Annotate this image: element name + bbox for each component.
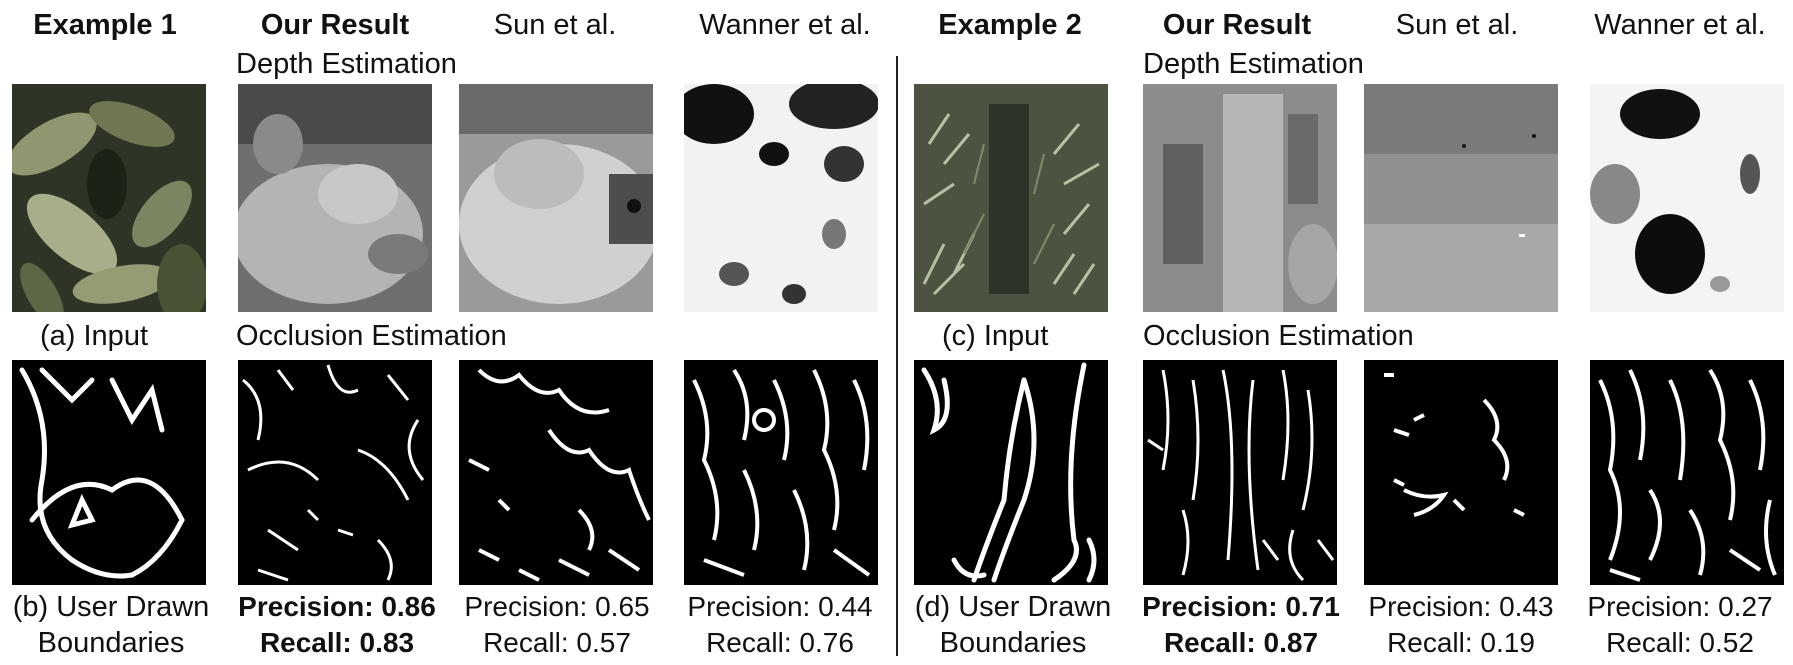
ex1-our-recall: Recall: 0.83: [259, 627, 415, 658]
ex2-sun-depth-map: [1364, 84, 1558, 312]
ex1-wanner-depth-map: [684, 84, 878, 312]
ex1-wanner-header: Wanner et al.: [699, 9, 871, 41]
ex2-wanner-header: Wanner et al.: [1594, 9, 1766, 41]
ex1-input-image: [12, 84, 206, 312]
ex1-wanner-occlusion-map: [684, 360, 878, 585]
example-2-header: Example 2: [938, 9, 1082, 41]
ex1-depth-estimation-label: Depth Estimation: [236, 48, 457, 80]
ex2-sun-recall: Recall: 0.19: [1387, 627, 1535, 658]
ex1-occlusion-estimation-label: Occlusion Estimation: [236, 320, 507, 352]
ex2-wanner-precision: Precision: 0.27: [1587, 591, 1773, 622]
ex2-wanner-occlusion-map: [1590, 360, 1784, 585]
ex2-our-occlusion-map: [1143, 360, 1337, 585]
ex1-boundaries-caption-line2: Boundaries: [37, 627, 185, 659]
ex2-boundaries-caption-line1: (d) User Drawn: [914, 591, 1112, 623]
ex1-our-depth-map: [238, 84, 432, 312]
ex2-wanner-recall: Recall: 0.52: [1606, 627, 1754, 658]
ex1-sun-occlusion-map: [459, 360, 653, 585]
ex2-occlusion-estimation-label: Occlusion Estimation: [1143, 320, 1414, 352]
example-divider: [896, 56, 898, 656]
ex2-input-image: [914, 84, 1108, 312]
ex1-wanner-precision: Precision: 0.44: [687, 591, 873, 622]
ex1-boundaries-caption-line1: (b) User Drawn: [12, 591, 210, 623]
ex2-user-boundaries-image: [914, 360, 1108, 585]
ex2-sun-occlusion-map: [1364, 360, 1558, 585]
ex2-sun-precision: Precision: 0.43: [1368, 591, 1554, 622]
ex2-our-recall: Recall: 0.87: [1163, 627, 1319, 658]
ex1-sun-header: Sun et al.: [493, 9, 617, 41]
ex2-input-label: (c) Input: [942, 320, 1049, 352]
ex1-input-label: (a) Input: [40, 320, 148, 352]
ex2-boundaries-caption-line2: Boundaries: [939, 627, 1087, 659]
ex2-sun-header: Sun et al.: [1395, 9, 1519, 41]
ex2-wanner-depth-map: [1590, 84, 1784, 312]
ex1-our-precision: Precision: 0.86: [238, 591, 436, 622]
ex1-wanner-recall: Recall: 0.76: [706, 627, 854, 658]
ex2-our-depth-map: [1143, 84, 1337, 312]
ex2-our-result-header: Our Result: [1162, 9, 1312, 41]
ex1-sun-depth-map: [459, 84, 653, 312]
ex2-depth-estimation-label: Depth Estimation: [1143, 48, 1364, 80]
ex1-our-result-header: Our Result: [260, 9, 410, 41]
ex2-our-precision: Precision: 0.71: [1142, 591, 1340, 622]
ex1-user-boundaries-image: [12, 360, 206, 585]
ex1-sun-precision: Precision: 0.65: [464, 591, 650, 622]
ex1-our-occlusion-map: [238, 360, 432, 585]
ex1-sun-recall: Recall: 0.57: [483, 627, 631, 658]
example-1-header: Example 1: [33, 9, 177, 41]
